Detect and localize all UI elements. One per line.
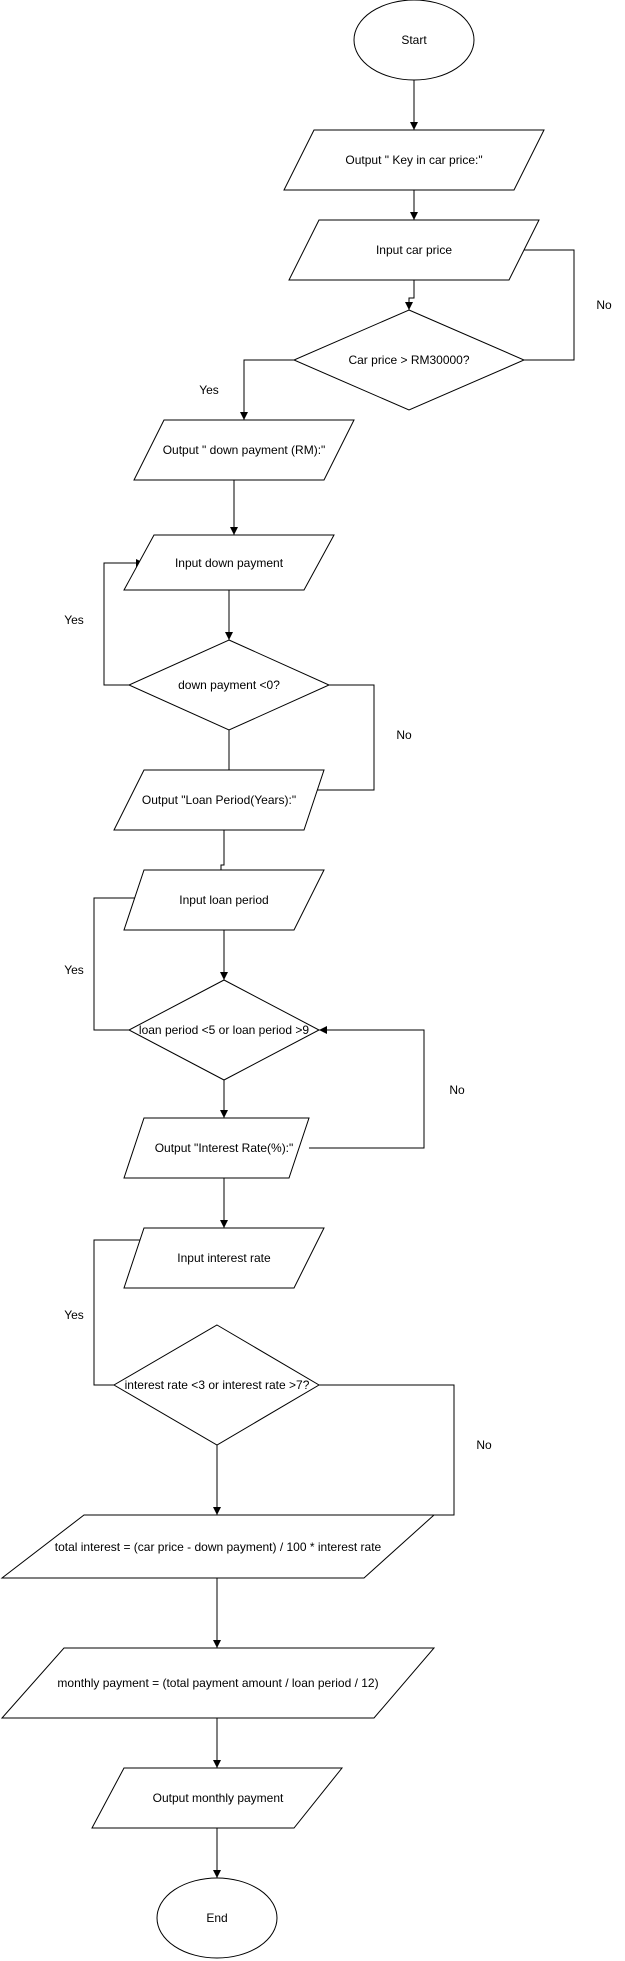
- node-output-monthly-payment: Output monthly payment: [91, 1767, 344, 1829]
- node-output-interest-rate: Output "Interest Rate(%):": [123, 1117, 310, 1179]
- edge-rate-yes-loop: [93, 1236, 154, 1386]
- connectors: [93, 80, 575, 1878]
- node-output-car-price-label: Output " Key in car price:": [345, 153, 482, 167]
- node-decision-car-price: Car price > RM30000?: [292, 309, 526, 411]
- node-calc-monthly-payment-label: monthly payment = (total payment amount …: [57, 1676, 378, 1690]
- node-start: Start: [353, 0, 475, 81]
- node-output-loan-period-label: Output "Loan Period(Years):": [142, 793, 296, 807]
- label-loan-no: No: [449, 1083, 465, 1097]
- node-calc-monthly-payment: monthly payment = (total payment amount …: [0, 1647, 436, 1719]
- node-decision-down-payment-label: down payment <0?: [178, 678, 280, 692]
- label-loan-yes: Yes: [64, 963, 84, 977]
- label-down-yes: Yes: [64, 613, 84, 627]
- node-decision-interest-rate: interest rate <3 or interest rate >7?: [113, 1324, 320, 1446]
- node-input-loan-period: Input loan period: [123, 869, 325, 931]
- label-carprice-no: No: [596, 298, 612, 312]
- node-decision-down-payment: down payment <0?: [127, 639, 331, 731]
- label-rate-yes: Yes: [64, 1308, 84, 1322]
- node-end-label: End: [206, 1911, 227, 1925]
- node-output-monthly-payment-label: Output monthly payment: [153, 1791, 284, 1805]
- node-start-label: Start: [401, 33, 427, 47]
- edge-loan-no-loop: [309, 1026, 425, 1149]
- node-input-down-payment: Input down payment: [123, 534, 335, 591]
- node-calc-total-interest: total interest = (car price - down payme…: [0, 1514, 436, 1579]
- edge-input-to-decision: [405, 280, 415, 310]
- edge-carprice-yes: [240, 359, 294, 420]
- edge-loan-yes-loop: [93, 894, 144, 1031]
- node-output-interest-rate-label: Output "Interest Rate(%):": [155, 1141, 294, 1155]
- node-input-interest-rate: Input interest rate: [123, 1227, 325, 1289]
- node-input-loan-period-label: Input loan period: [179, 893, 268, 907]
- label-carprice-yes: Yes: [199, 383, 219, 397]
- node-calc-total-interest-label: total interest = (car price - down payme…: [55, 1540, 382, 1554]
- node-input-interest-rate-label: Input interest rate: [177, 1251, 271, 1265]
- node-decision-loan-period-label: loan period <5 or loan period >9: [139, 1023, 309, 1037]
- node-output-down-payment-label: Output " down payment (RM):": [163, 443, 326, 457]
- node-decision-loan-period: loan period <5 or loan period >9: [127, 979, 321, 1081]
- edge-down-no: [309, 684, 375, 791]
- edge-carprice-no-loop: [514, 246, 575, 361]
- node-decision-car-price-label: Car price > RM30000?: [348, 353, 469, 367]
- node-end: End: [156, 1877, 278, 1959]
- edge-rate-no: [319, 1384, 455, 1516]
- node-input-car-price-label: Input car price: [376, 243, 452, 257]
- node-output-loan-period: Output "Loan Period(Years):": [113, 769, 325, 831]
- node-input-down-payment-label: Input down payment: [175, 556, 284, 570]
- label-rate-no: No: [476, 1438, 492, 1452]
- edge-labels: No Yes Yes No Yes No Yes No: [64, 298, 612, 1452]
- node-input-car-price: Input car price: [288, 219, 540, 281]
- node-decision-interest-rate-label: interest rate <3 or interest rate >7?: [125, 1378, 310, 1392]
- edge-loanout-to-input: [220, 830, 225, 870]
- edge-down-yes-loop: [103, 559, 144, 686]
- label-down-no: No: [396, 728, 412, 742]
- node-output-down-payment: Output " down payment (RM):": [133, 419, 355, 481]
- node-output-car-price: Output " Key in car price:": [283, 129, 545, 191]
